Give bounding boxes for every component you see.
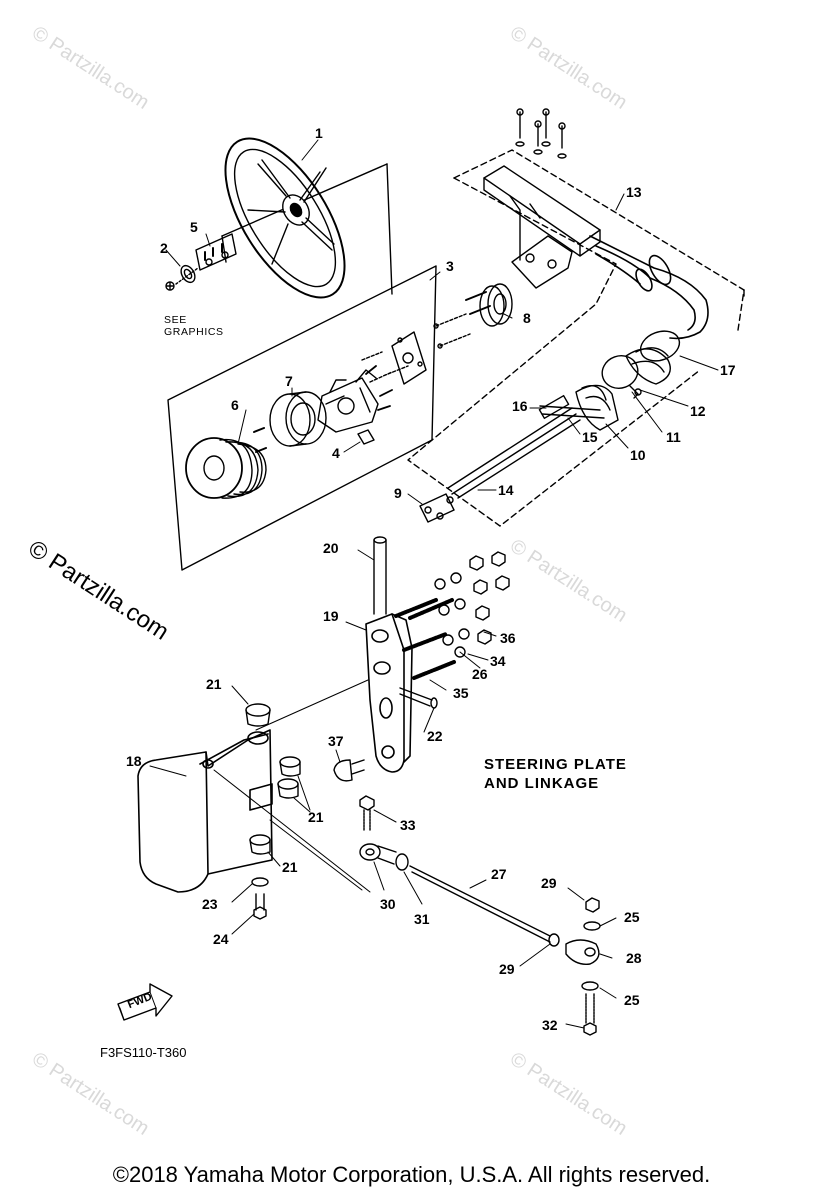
callout-14: 14 [498, 482, 514, 498]
section-title-line1: STEERING PLATE [484, 756, 627, 773]
rod-end [359, 843, 409, 871]
callout-19: 19 [323, 608, 339, 624]
callout-29a: 29 [541, 875, 557, 891]
callout-30: 30 [380, 896, 396, 912]
callout-37: 37 [328, 733, 344, 749]
callout-12: 12 [690, 403, 706, 419]
steering-cables [447, 394, 605, 499]
callout-34: 34 [490, 653, 506, 669]
callout-2: 2 [160, 240, 168, 256]
clutch-ring [269, 391, 327, 447]
callout-35: 35 [453, 685, 469, 701]
callout-20: 20 [323, 540, 339, 556]
pivot-pin [399, 687, 438, 709]
copyright-notice: ©2018 Yamaha Motor Corporation, U.S.A. A… [112, 1162, 711, 1187]
plate-fasteners [251, 877, 269, 920]
actuator-module [483, 165, 601, 289]
key-clip [357, 429, 375, 445]
callout-33: 33 [400, 817, 416, 833]
washers [434, 572, 470, 658]
callout-25a: 25 [624, 909, 640, 925]
callout-32: 32 [542, 1017, 558, 1033]
springs [394, 598, 456, 680]
callout-1: 1 [315, 125, 323, 141]
see-graphics-line1: SEE [164, 314, 187, 326]
cable-ends [419, 493, 455, 523]
callout-26: 26 [472, 666, 488, 682]
callout-13: 13 [626, 184, 642, 200]
steering-arm [365, 613, 413, 773]
gear-hub [185, 437, 267, 499]
link-bolt [359, 795, 375, 831]
callout-29b: 29 [499, 961, 515, 977]
callout-25b: 25 [624, 992, 640, 1008]
callout-17: 17 [720, 362, 736, 378]
see-graphics-line2: GRAPHICS [164, 326, 224, 338]
callout-7: 7 [285, 373, 293, 389]
callout-4: 4 [332, 445, 340, 461]
callout-15: 15 [582, 429, 598, 445]
diagram-code: F3FS110-T360 [100, 1045, 187, 1060]
callout-10: 10 [630, 447, 646, 463]
helm-body [317, 365, 393, 433]
callout-27: 27 [491, 866, 507, 882]
callout-3: 3 [446, 258, 454, 274]
section-title-line2: AND LINKAGE [484, 775, 600, 792]
callout-6: 6 [231, 397, 239, 413]
mounting-bolts [515, 108, 567, 159]
lock-nuts [469, 551, 510, 645]
mount-flange [433, 283, 513, 349]
lower-rod-end [565, 897, 601, 1036]
steering-wheel [224, 137, 346, 299]
steering-wheel-frame [221, 163, 393, 295]
callout-21a: 21 [206, 676, 222, 692]
retainer-clip [333, 759, 365, 782]
callout-36: 36 [500, 630, 516, 646]
callout-24: 24 [213, 931, 229, 947]
helm-cover-plate [391, 331, 427, 385]
bellows-boot [625, 330, 681, 385]
link-rod [409, 865, 560, 947]
callout-11: 11 [666, 429, 681, 445]
callout-18: 18 [126, 753, 142, 769]
callout-16: 16 [512, 398, 528, 414]
callout-23: 23 [202, 896, 218, 912]
nut [165, 264, 196, 291]
callout-8: 8 [523, 310, 531, 326]
cable-boot [575, 384, 619, 431]
callout-31: 31 [414, 911, 430, 927]
wire-harness [589, 235, 709, 340]
bushings [245, 703, 301, 855]
callout-21b: 21 [308, 809, 324, 825]
pivot-shaft [373, 536, 387, 615]
callout-22: 22 [427, 728, 443, 744]
callout-28: 28 [626, 950, 642, 966]
callout-21c: 21 [282, 859, 298, 875]
callout-5: 5 [190, 219, 198, 235]
hose-clamp [601, 355, 642, 399]
forward-arrow-icon [117, 983, 173, 1021]
column-assembly-frame [167, 265, 437, 571]
callout-9: 9 [394, 485, 402, 501]
steering-plate [137, 729, 273, 893]
callout-leaders [149, 139, 719, 1029]
emblem-plate [195, 233, 237, 271]
